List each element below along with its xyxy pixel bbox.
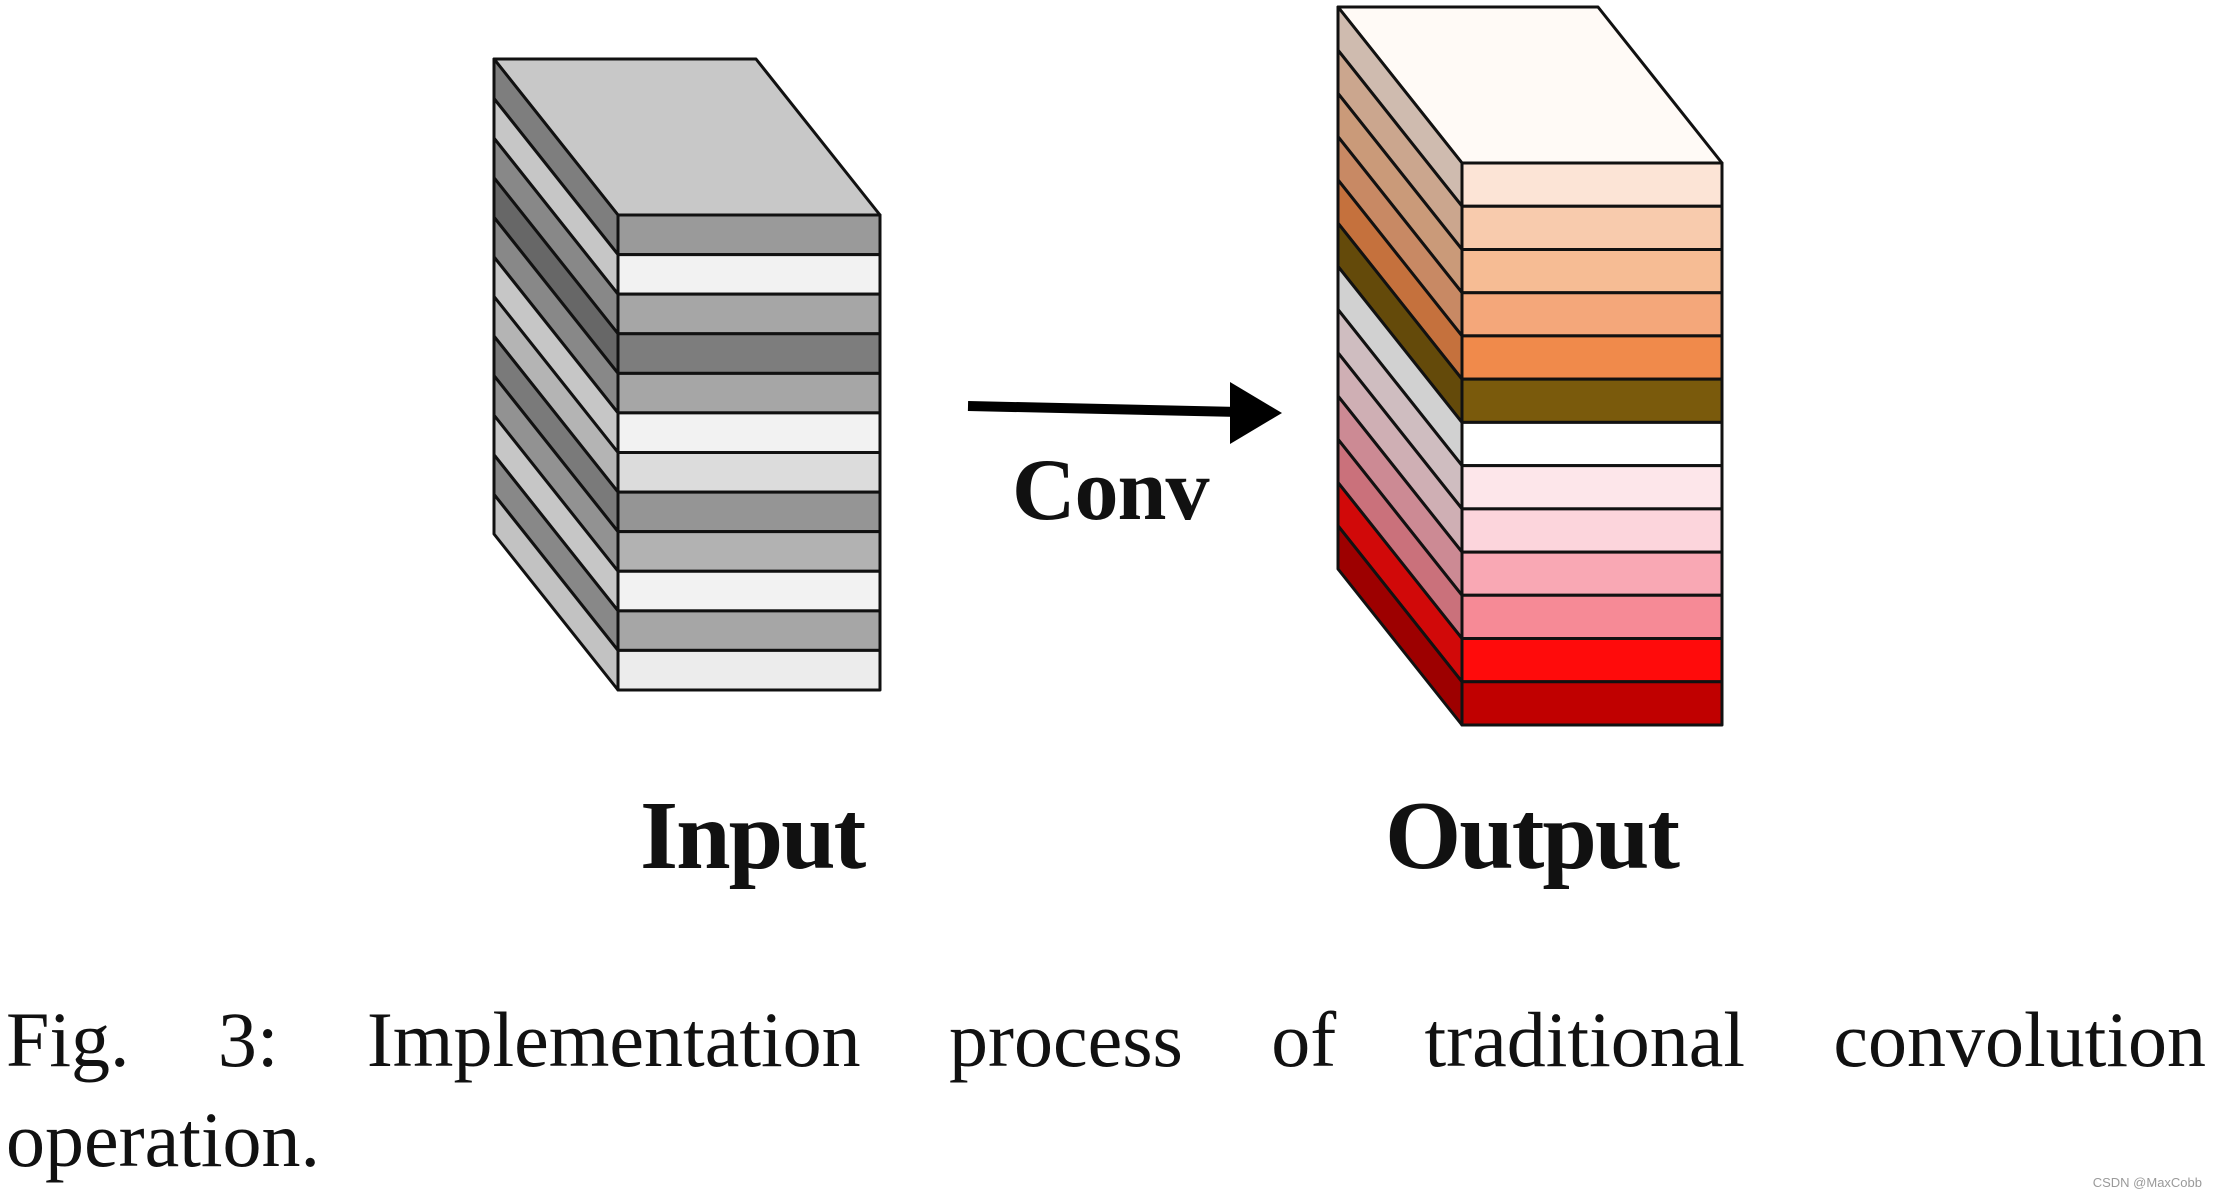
input-front-layer [616, 569, 882, 613]
output-front-layer [1460, 161, 1724, 208]
output-label: Output [1385, 782, 1680, 890]
output-front-layer [1460, 247, 1724, 295]
input-front-layer [616, 292, 882, 336]
input-front-layer [616, 371, 882, 415]
output-front-layer [1460, 593, 1724, 641]
input-front-layer [616, 411, 882, 454]
output-front-layer [1460, 550, 1724, 597]
caption-line-1: Fig. 3: Implementation process of tradit… [6, 996, 2206, 1083]
input-front-layer [616, 253, 882, 296]
output-tensor-block [1336, 5, 1724, 727]
output-front-layer [1460, 464, 1724, 511]
output-front-layer [1460, 291, 1724, 338]
input-front-layer [616, 332, 882, 375]
output-front-layer [1460, 680, 1724, 727]
input-tensor-block [492, 57, 882, 692]
input-label: Input [640, 782, 866, 890]
convolution-diagram [492, 5, 1724, 727]
input-front-layer [616, 490, 882, 534]
conv-label: Conv [1012, 442, 1209, 539]
watermark: CSDN @MaxCobb [2092, 1175, 2202, 1190]
output-front-layer [1460, 204, 1724, 251]
input-front-layer [616, 213, 882, 257]
caption-line-2: operation. [6, 1096, 321, 1183]
output-front-layer [1460, 507, 1724, 554]
conv-arrow [967, 382, 1282, 444]
output-front-layer [1460, 637, 1724, 684]
output-front-layer [1460, 420, 1724, 468]
input-front-layer [616, 609, 882, 652]
output-front-layer [1460, 334, 1724, 381]
input-front-layer [616, 530, 882, 573]
figure-caption: Fig. 3: Implementation process of tradit… [6, 990, 2206, 1190]
input-front-layer [616, 648, 882, 692]
output-front-layer [1460, 377, 1724, 424]
input-front-layer [616, 451, 882, 494]
